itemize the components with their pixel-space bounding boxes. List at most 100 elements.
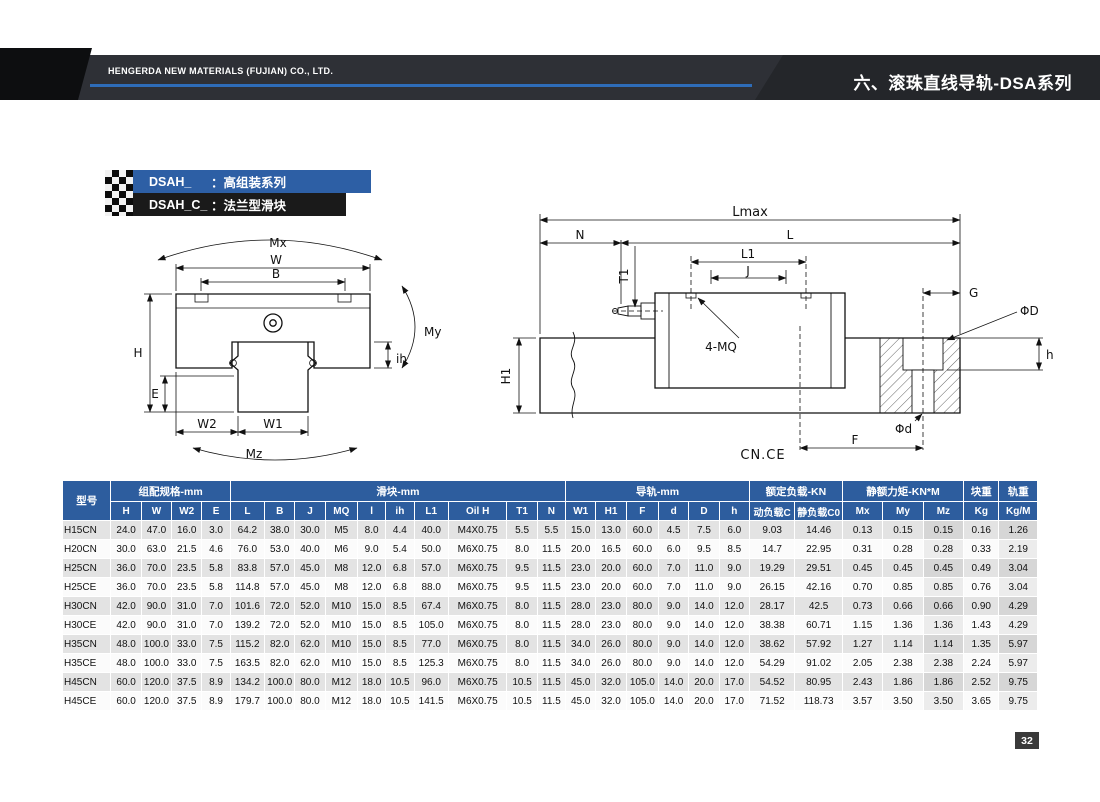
value-cell: 33.0 xyxy=(171,653,203,673)
value-cell: 5.5 xyxy=(536,520,567,540)
dim-label-ih: ih xyxy=(396,352,407,366)
value-cell: 80.0 xyxy=(625,615,660,635)
column-header: L xyxy=(229,501,266,521)
value-cell: 34.0 xyxy=(565,653,597,673)
series-code: DSAH_C_ xyxy=(149,197,208,212)
value-cell: 80.0 xyxy=(625,596,660,616)
value-cell: 1.14 xyxy=(882,634,924,654)
value-cell: 14.0 xyxy=(657,672,690,692)
value-cell: 80.0 xyxy=(625,634,660,654)
section-title: 六、滚珠直线导轨-DSA系列 xyxy=(853,74,1072,93)
value-cell: 4.29 xyxy=(998,596,1038,616)
value-cell: M5 xyxy=(324,520,358,540)
dim-label-lmax: Lmax xyxy=(732,205,768,220)
value-cell: 42.5 xyxy=(794,596,843,616)
value-cell: 9.5 xyxy=(506,577,538,597)
column-header: W xyxy=(140,501,173,521)
value-cell: 20.0 xyxy=(595,558,627,578)
value-cell: 23.0 xyxy=(595,596,627,616)
value-cell: 9.0 xyxy=(657,596,690,616)
value-cell: 90.0 xyxy=(140,596,173,616)
header-title-block xyxy=(755,55,1100,100)
value-cell: 9.0 xyxy=(657,634,690,654)
group-header: 轨重 xyxy=(998,480,1038,502)
column-header: D xyxy=(688,501,720,521)
value-cell: 4.4 xyxy=(385,520,415,540)
value-cell: 6.0 xyxy=(657,539,690,559)
value-cell: 2.43 xyxy=(841,672,884,692)
value-cell: 11.5 xyxy=(536,634,567,654)
value-cell: 2.19 xyxy=(998,539,1038,559)
rail-section-hatch xyxy=(879,337,960,414)
value-cell: 100.0 xyxy=(264,672,296,692)
value-cell: 82.0 xyxy=(264,653,296,673)
value-cell: 0.15 xyxy=(922,520,965,540)
value-cell: 48.0 xyxy=(110,634,142,654)
checker-decoration xyxy=(105,170,133,216)
value-cell: 40.0 xyxy=(294,539,326,559)
value-cell: 22.95 xyxy=(794,539,843,559)
value-cell: 37.5 xyxy=(171,691,203,711)
dim-label-w: W xyxy=(270,253,282,267)
value-cell: 62.0 xyxy=(294,634,326,654)
value-cell: 14.0 xyxy=(688,653,720,673)
value-cell: 1.15 xyxy=(841,615,884,635)
value-cell: 45.0 xyxy=(294,558,326,578)
value-cell: 45.0 xyxy=(565,691,597,711)
value-cell: 63.0 xyxy=(140,539,173,559)
value-cell: 37.5 xyxy=(171,672,203,692)
value-cell: 8.5 xyxy=(385,596,415,616)
group-header: 静额力矩-KN*M xyxy=(841,480,965,502)
value-cell: 10.5 xyxy=(506,672,538,692)
value-cell: 8.0 xyxy=(506,596,538,616)
column-header: Kg/M xyxy=(998,501,1038,521)
value-cell: 8.0 xyxy=(506,615,538,635)
label-4mq: 4-MQ xyxy=(705,340,737,354)
value-cell: M10 xyxy=(324,615,358,635)
value-cell: M6 xyxy=(324,539,358,559)
value-cell: M8 xyxy=(324,558,358,578)
value-cell: 163.5 xyxy=(229,653,266,673)
value-cell: 70.0 xyxy=(140,558,173,578)
value-cell: 0.76 xyxy=(963,577,1000,597)
value-cell: M6X0.75 xyxy=(447,596,508,616)
value-cell: 3.0 xyxy=(201,520,231,540)
value-cell: M6X0.75 xyxy=(447,691,508,711)
value-cell: 3.57 xyxy=(841,691,884,711)
model-cell: H20CN xyxy=(61,539,112,559)
value-cell: 67.4 xyxy=(413,596,449,616)
carriage-rail-cross-section xyxy=(175,293,371,413)
label-cn-ce: CN.CE xyxy=(740,448,785,463)
value-cell: 45.0 xyxy=(565,672,597,692)
value-cell: 28.0 xyxy=(565,615,597,635)
dim-label-b: B xyxy=(272,267,280,281)
value-cell: 23.0 xyxy=(595,615,627,635)
value-cell: 12.0 xyxy=(718,596,750,616)
column-header: T1 xyxy=(506,501,538,521)
value-cell: 80.95 xyxy=(794,672,843,692)
value-cell: 0.85 xyxy=(922,577,965,597)
value-cell: 14.0 xyxy=(688,634,720,654)
value-cell: 20.0 xyxy=(565,539,597,559)
value-cell: 57.92 xyxy=(794,634,843,654)
dim-label-w2: W2 xyxy=(197,417,217,431)
value-cell: 24.0 xyxy=(110,520,142,540)
value-cell: 3.04 xyxy=(998,558,1038,578)
value-cell: 60.0 xyxy=(625,539,660,559)
value-cell: 179.7 xyxy=(229,691,266,711)
value-cell: 5.97 xyxy=(998,653,1038,673)
front-dimension-lines xyxy=(144,239,416,461)
value-cell: 1.43 xyxy=(963,615,1000,635)
column-header: h xyxy=(718,501,750,521)
value-cell: 62.0 xyxy=(294,653,326,673)
value-cell: 141.5 xyxy=(413,691,449,711)
column-header: d xyxy=(657,501,690,521)
value-cell: M6X0.75 xyxy=(447,615,508,635)
value-cell: 1.26 xyxy=(998,520,1038,540)
value-cell: 60.71 xyxy=(794,615,843,635)
value-cell: 80.0 xyxy=(294,672,326,692)
